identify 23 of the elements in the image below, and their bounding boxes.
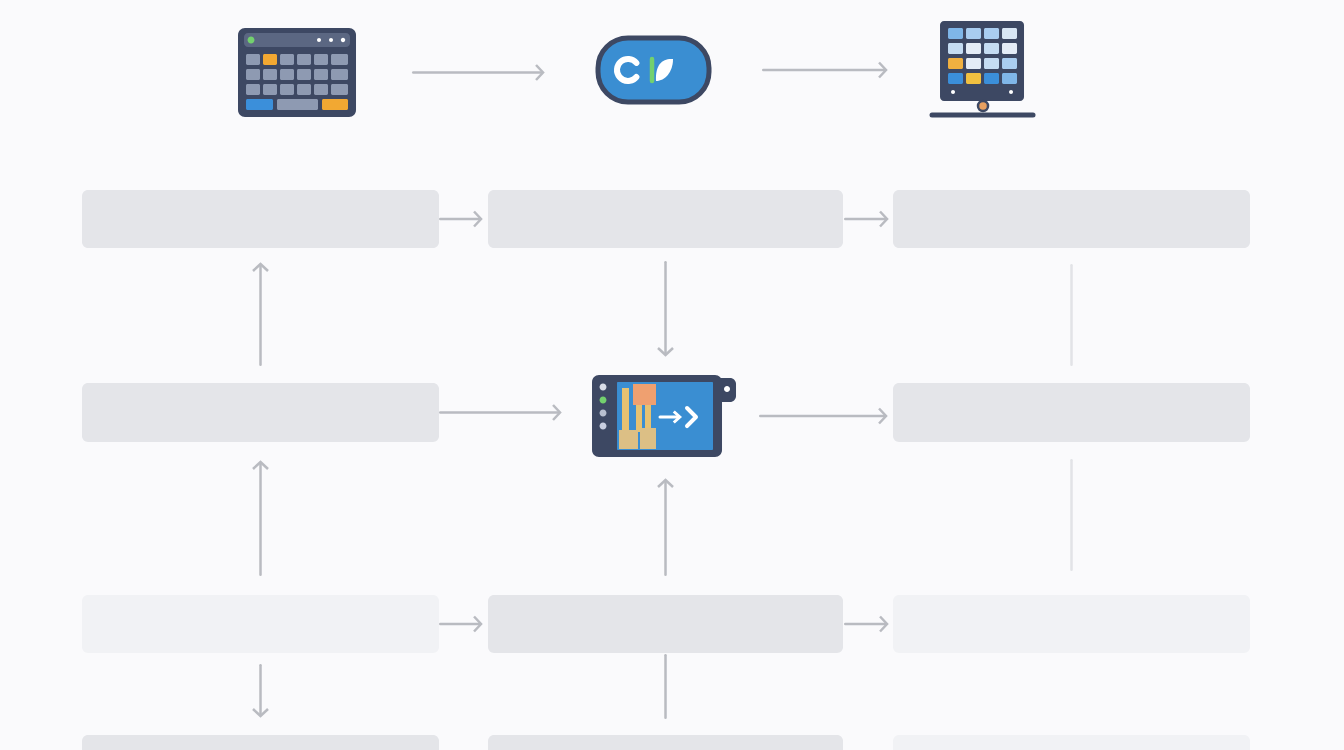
arrow xyxy=(657,261,674,357)
arrow xyxy=(412,64,545,81)
badge-icon xyxy=(595,35,712,105)
placeholder-bar xyxy=(488,190,843,248)
monitor-icon xyxy=(929,21,1036,118)
placeholder-bar xyxy=(82,190,439,248)
placeholder-bar xyxy=(82,383,439,442)
device-panel-icon xyxy=(592,375,736,457)
placeholder-bar xyxy=(82,595,439,653)
arrow xyxy=(844,615,889,633)
connector-line xyxy=(664,654,667,719)
arrow xyxy=(252,664,269,718)
placeholder-bar xyxy=(488,595,843,653)
arrow xyxy=(762,61,888,79)
arrow xyxy=(439,404,562,421)
keyboard-icon xyxy=(238,28,356,117)
arrow xyxy=(439,615,483,633)
arrow xyxy=(439,210,483,228)
arrow xyxy=(759,407,888,425)
arrow xyxy=(844,210,889,228)
arrow xyxy=(252,460,269,576)
arrow xyxy=(657,478,674,576)
arrow xyxy=(252,262,269,366)
